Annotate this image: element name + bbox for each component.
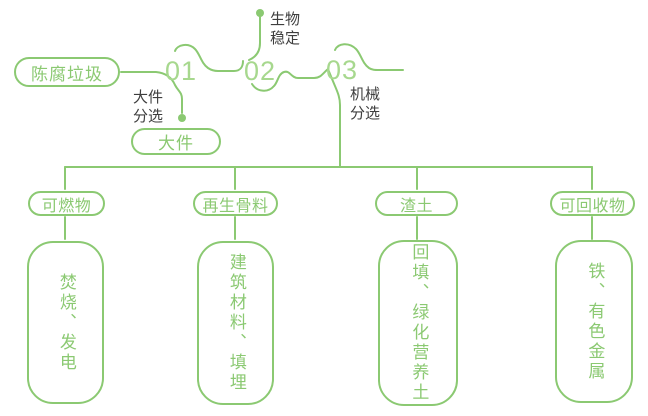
line-source-to-01 (120, 71, 183, 114)
label-mechanical-sorting: 机械分选 (350, 86, 381, 122)
line-02-to-branch (251, 67, 341, 167)
detail-box-combustible: 焚烧、发电 (27, 241, 104, 404)
category-label: 渣土 (399, 197, 433, 215)
step-number-03: 03 (325, 55, 359, 85)
bulky-item-label: 大件 (158, 134, 194, 153)
category-pill-recyclable: 可回收物 (550, 191, 635, 216)
category-label: 再生骨料 (202, 197, 269, 215)
category-pill-slag: 渣土 (375, 191, 458, 216)
detail-box-recyclable: 铁、有色金属 (555, 240, 633, 403)
bulky-item-pill: 大件 (131, 128, 221, 155)
detail-text: 铁、有色金属 (585, 261, 605, 382)
detail-box-slag: 回填、绿化营养土 (378, 240, 458, 406)
label-bulky-sorting: 大件分选 (133, 89, 164, 125)
detail-text: 回填、绿化营养土 (409, 243, 429, 403)
line-03-tail (334, 43, 404, 71)
label-bio-stabilization: 生物稳定 (270, 11, 301, 47)
line-01-to-02 (174, 43, 244, 72)
bulky-branch-dot (178, 114, 186, 122)
source-pill: 陈腐垃圾 (14, 57, 120, 87)
detail-text: 焚烧、发电 (56, 272, 76, 373)
line-bio-stub (248, 16, 261, 61)
bio-branch-dot (256, 9, 264, 17)
category-label: 可燃物 (41, 197, 92, 215)
category-pill-aggregate: 再生骨料 (193, 191, 278, 216)
detail-box-aggregate: 建筑材料、填埋 (197, 241, 274, 405)
category-label: 可回收物 (559, 197, 626, 215)
step-number-02: 02 (243, 56, 277, 86)
category-pill-combustible: 可燃物 (28, 191, 105, 216)
step-number-01: 01 (164, 56, 198, 86)
source-label: 陈腐垃圾 (31, 64, 103, 84)
detail-text: 建筑材料、填埋 (226, 253, 246, 393)
